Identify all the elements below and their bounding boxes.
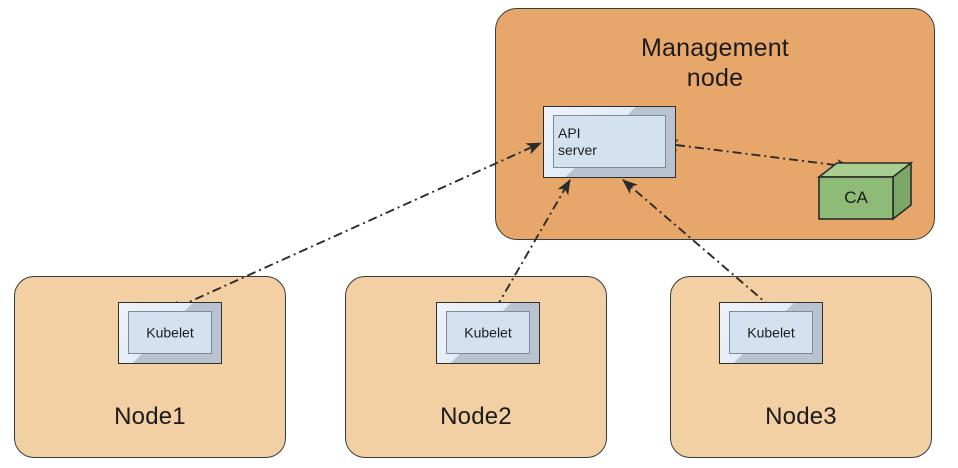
node-label-2: Node2 xyxy=(440,403,512,430)
kubelet-face-3 xyxy=(729,311,813,354)
node-label-3: Node3 xyxy=(765,403,837,430)
ca-component[interactable]: CA xyxy=(815,160,915,222)
kubelet-component-2[interactable]: Kubelet xyxy=(436,302,540,364)
node-label-1: Node1 xyxy=(114,403,186,430)
ca-cuboid-shape xyxy=(816,161,914,221)
api-server-face xyxy=(553,115,666,168)
kubelet-component-1[interactable]: Kubelet xyxy=(118,302,222,364)
api-server-label: API server xyxy=(558,125,597,158)
management-node-label: Management node xyxy=(641,34,789,92)
kubelet-component-3[interactable]: Kubelet xyxy=(719,302,823,364)
kubelet-label-1: Kubelet xyxy=(146,324,194,341)
api-server-component[interactable]: API server xyxy=(543,106,676,178)
kubelet-label-3: Kubelet xyxy=(747,324,795,341)
kubelet-face-1 xyxy=(128,311,212,354)
ca-front-face xyxy=(818,176,894,220)
ca-label: CA xyxy=(844,188,868,207)
kubelet-label-2: Kubelet xyxy=(464,324,512,341)
